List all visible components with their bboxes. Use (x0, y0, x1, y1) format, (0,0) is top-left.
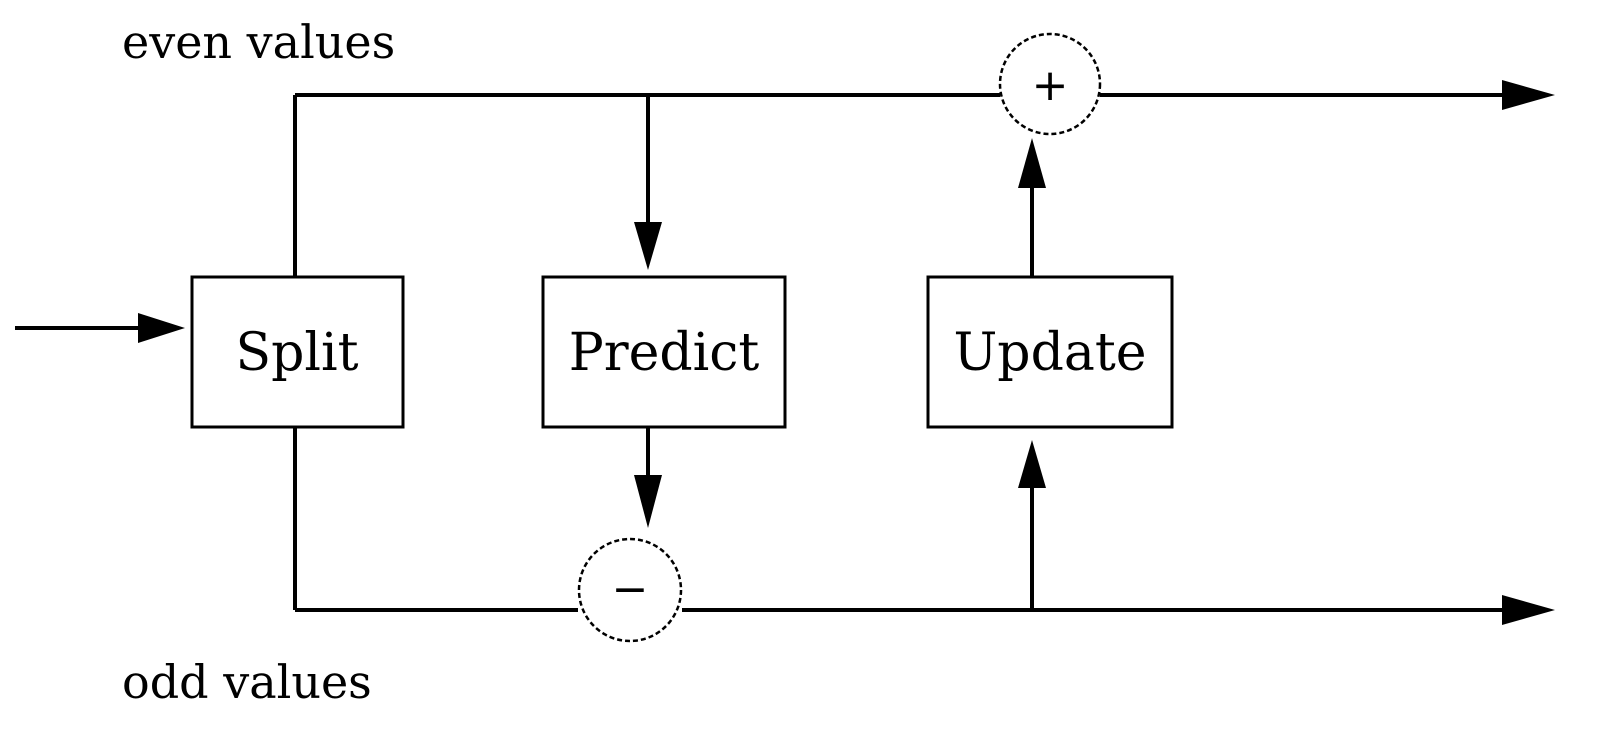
even-output-arrowhead (1502, 80, 1555, 110)
minus-sign: − (612, 564, 649, 615)
predict-input-arrowhead (634, 222, 662, 270)
add-junction: + (998, 32, 1102, 136)
update-input-arrowhead (1018, 440, 1046, 488)
plus-sign: + (1032, 60, 1069, 111)
odd-output-arrowhead (1502, 595, 1555, 625)
odd-values-label: odd values (122, 655, 372, 709)
subtract-junction: − (577, 537, 683, 643)
split-block: Split (190, 275, 405, 429)
predict-label: Predict (569, 323, 760, 383)
split-label: Split (235, 323, 358, 383)
input-arrowhead (138, 313, 185, 343)
update-block: Update (926, 275, 1174, 429)
subtract-input-arrowhead (634, 475, 662, 528)
add-input-arrowhead (1018, 138, 1046, 188)
even-values-label: even values (122, 15, 395, 69)
predict-block: Predict (541, 275, 787, 429)
update-label: Update (953, 323, 1146, 383)
